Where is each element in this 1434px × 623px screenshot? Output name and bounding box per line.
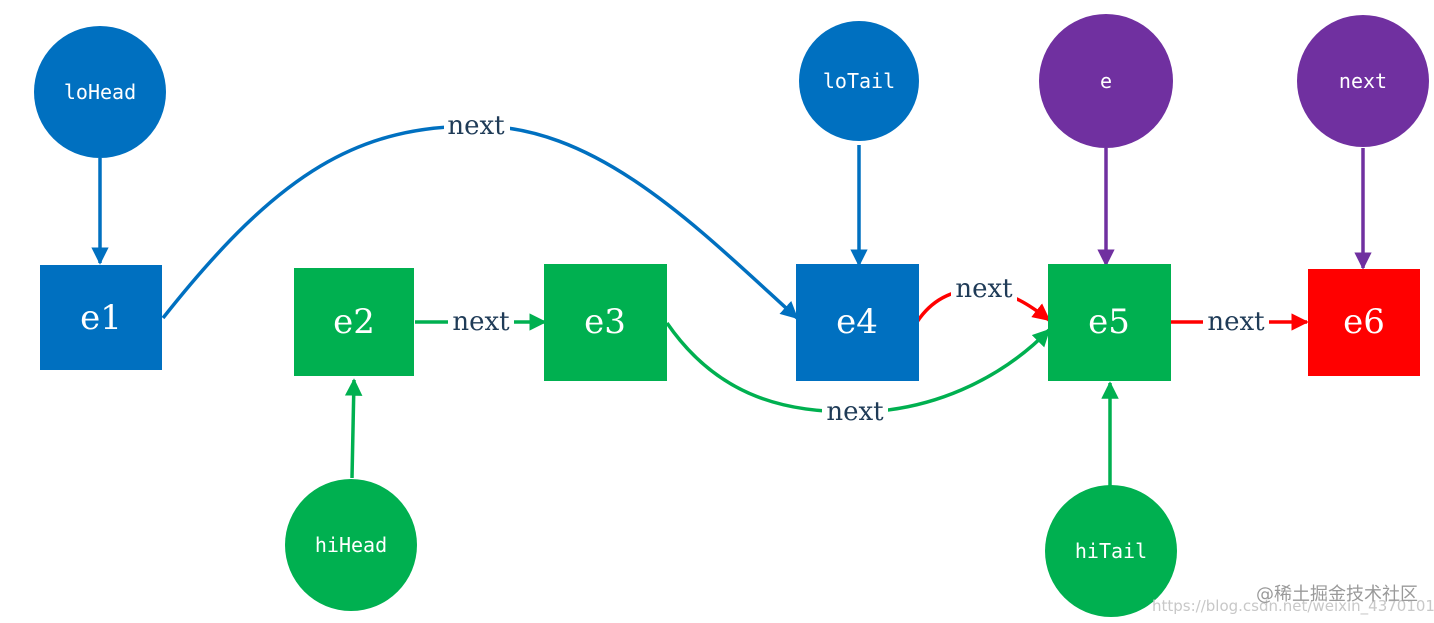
edge-label-bg bbox=[444, 112, 510, 140]
pointer-loTail: loTail bbox=[799, 21, 919, 141]
watermark-brand: @稀土掘金技术社区 bbox=[1256, 584, 1418, 605]
edge-label-bg bbox=[1203, 308, 1269, 336]
edge-label-e1-e4: next bbox=[447, 111, 505, 141]
node-e1-label: e1 bbox=[80, 298, 122, 338]
edge-label-e2-e3: next bbox=[452, 307, 510, 337]
pointer-loHead-label: loHead bbox=[64, 80, 136, 104]
node-e5: e5 bbox=[1048, 264, 1171, 381]
node-e5-label: e5 bbox=[1088, 302, 1130, 342]
edge-label-bg bbox=[822, 398, 888, 426]
pointer-e: e bbox=[1039, 14, 1173, 148]
node-e4-label: e4 bbox=[836, 302, 878, 342]
edge-e1-e4 bbox=[161, 124, 799, 320]
node-e4: e4 bbox=[796, 264, 919, 381]
node-e6-label: e6 bbox=[1343, 302, 1385, 342]
node-e3-label: e3 bbox=[584, 302, 626, 342]
node-e2-label: e2 bbox=[333, 302, 375, 342]
watermark-url: https://blog.csdn.net/weixin_43701015 bbox=[1152, 597, 1434, 616]
pointer-hiHead-label: hiHead bbox=[315, 533, 387, 557]
edge-label-bg bbox=[951, 274, 1017, 302]
pointer-e-label: e bbox=[1100, 69, 1112, 93]
node-e6: e6 bbox=[1308, 269, 1420, 376]
pointer-next: next bbox=[1297, 15, 1429, 147]
edge-label-e5-e6: next bbox=[1207, 307, 1265, 337]
pointer-hiTail: hiTail bbox=[1045, 485, 1177, 617]
edge-label-e3-e5: next bbox=[826, 397, 884, 427]
edge-label-bg bbox=[448, 308, 514, 336]
pointer-loTail-label: loTail bbox=[823, 69, 895, 93]
node-e1: e1 bbox=[40, 265, 162, 370]
node-e3: e3 bbox=[544, 264, 667, 381]
pointer-hiHead: hiHead bbox=[285, 479, 417, 611]
edge-label-e4-e5: next bbox=[955, 274, 1013, 304]
node-e2: e2 bbox=[294, 268, 414, 376]
pointer-next-label: next bbox=[1339, 69, 1387, 93]
pointer-hiTail-label: hiTail bbox=[1075, 539, 1147, 563]
pointer-loHead: loHead bbox=[34, 26, 166, 158]
pointer-arrow-hiHead bbox=[344, 378, 363, 479]
